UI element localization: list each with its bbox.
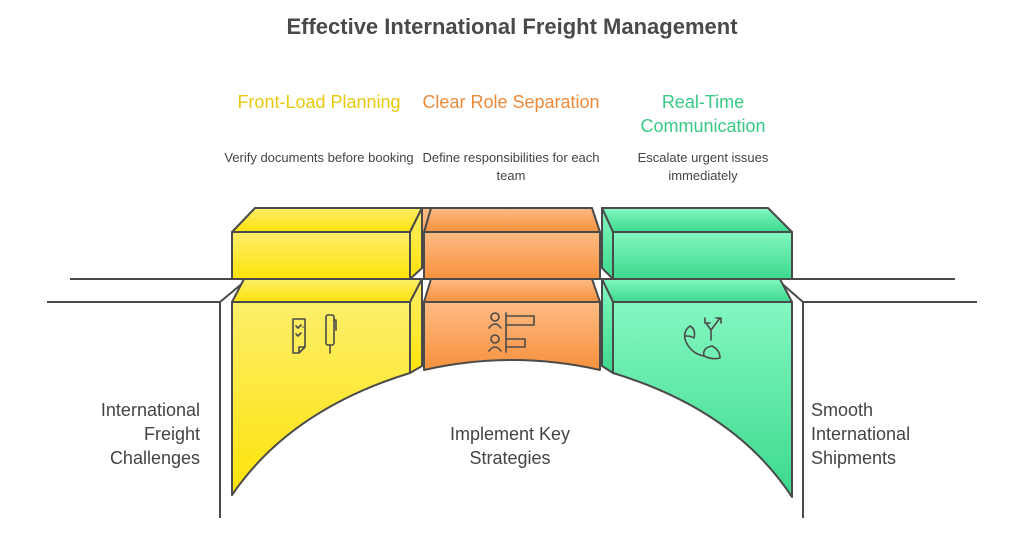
right-pillar [779, 281, 804, 518]
strategy-title-communication: Real-Time Communication [640, 92, 766, 136]
strategy-desc-communication: Escalate urgent issues immediately [637, 150, 769, 183]
strategy-desc-role-separation: Define responsibilities for each team [422, 150, 600, 183]
strategy-title-front-load: Front-Load Planning [237, 92, 401, 112]
strategy-title-role-separation: Clear Role Separation [422, 92, 600, 112]
bridge-block-orange [423, 278, 601, 371]
center-label: Implement Key Strategies [449, 424, 571, 468]
diagram-title: Effective International Freight Manageme… [286, 14, 738, 39]
bridge-block-yellow [231, 278, 423, 496]
phone-escalate-icon [683, 317, 722, 360]
left-pillar [219, 281, 245, 518]
top-block-yellow [231, 207, 423, 280]
strategy-desc-front-load: Verify documents before booking [224, 150, 414, 165]
top-block-green [601, 207, 793, 280]
checklist-pen-icon [292, 314, 337, 354]
people-roles-icon [488, 312, 535, 353]
bridge-block-green [601, 278, 793, 498]
right-label: Smooth International Shipments [811, 400, 911, 468]
top-block-orange [421, 207, 601, 280]
left-label: International Freight Challenges [100, 400, 200, 468]
